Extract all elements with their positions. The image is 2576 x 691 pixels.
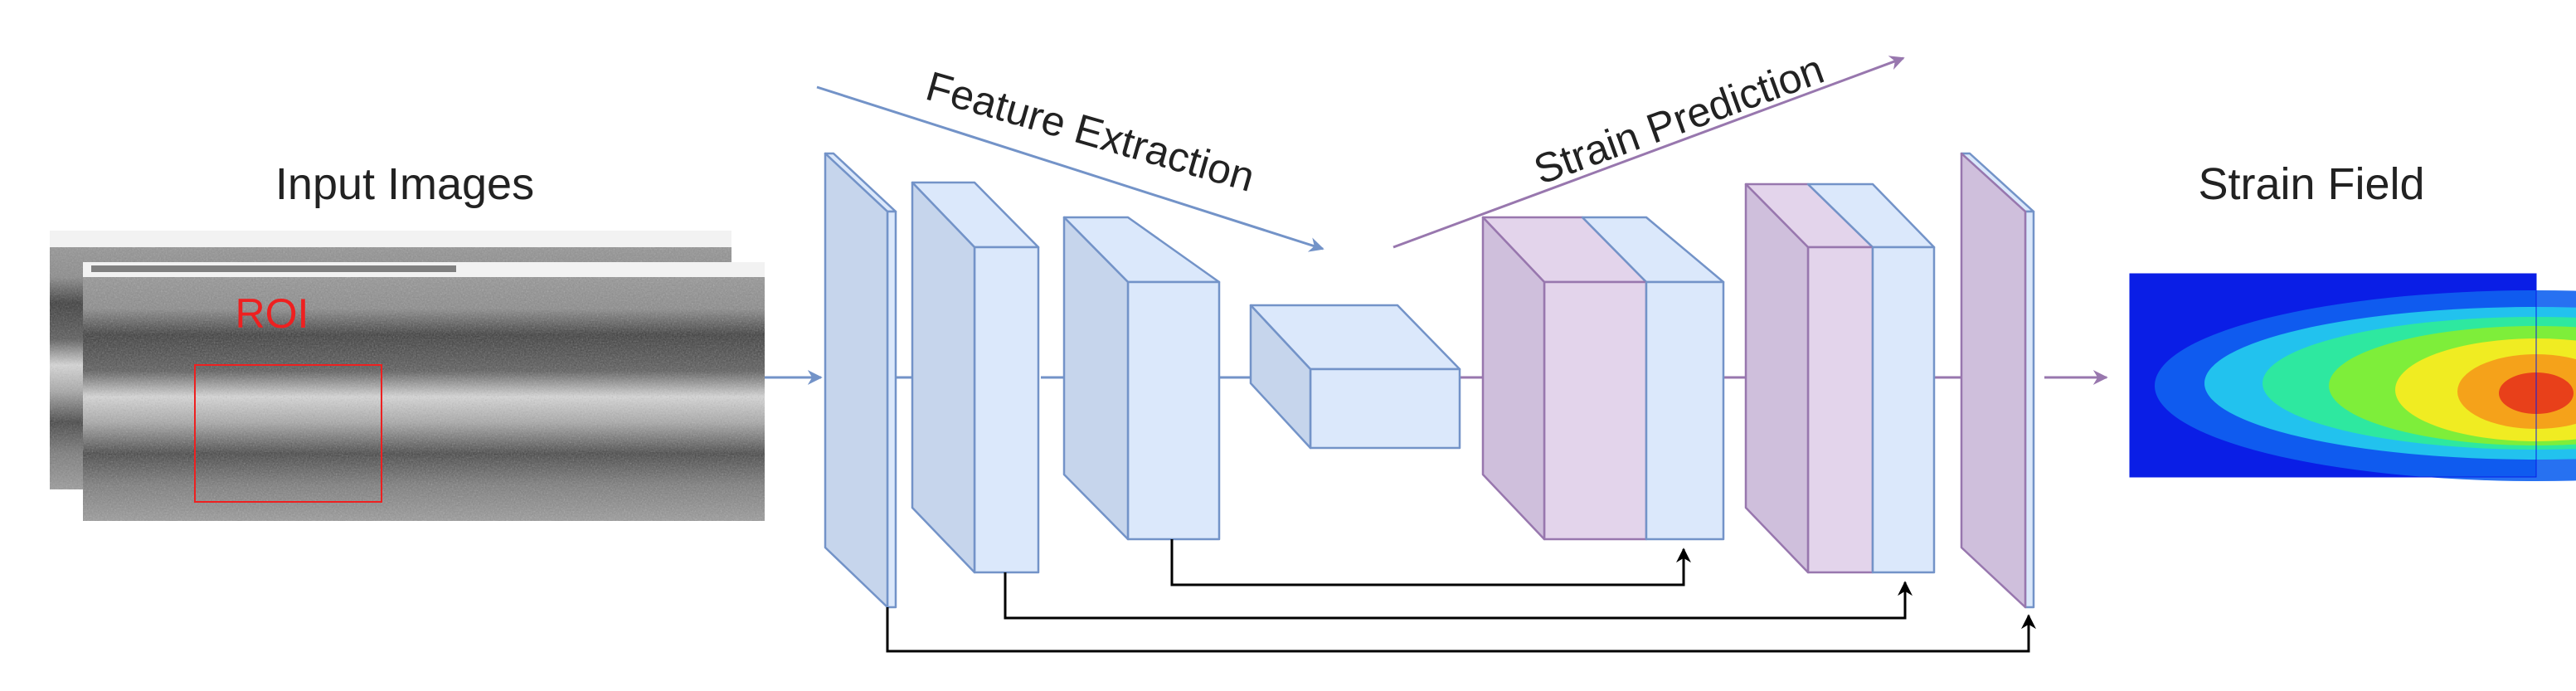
input-images-label: Input Images xyxy=(275,159,534,209)
encoder-block-1 xyxy=(824,152,897,609)
decoder-block-3 xyxy=(1960,152,2035,609)
decoder-block-2 xyxy=(1744,182,1936,574)
feature-extraction-label: Feature Extraction xyxy=(921,62,1260,200)
strain-field-heatmap xyxy=(2129,273,2576,481)
input-image-front xyxy=(83,262,765,521)
encoder-block-3 xyxy=(1062,216,1221,541)
strain-prediction-label: Strain Prediction xyxy=(1528,46,1830,193)
encoder-block-4 xyxy=(1249,304,1461,450)
roi-label: ROI xyxy=(236,290,309,337)
roi-box xyxy=(194,364,382,503)
skip-connections xyxy=(886,539,2036,653)
strain-field-label: Strain Field xyxy=(2198,159,2424,209)
feature-extraction-arrow xyxy=(816,85,1324,252)
encoder-block-2 xyxy=(911,181,1040,574)
strain-prediction-arrow xyxy=(1392,56,1905,249)
decoder-block-1 xyxy=(1481,216,1725,541)
